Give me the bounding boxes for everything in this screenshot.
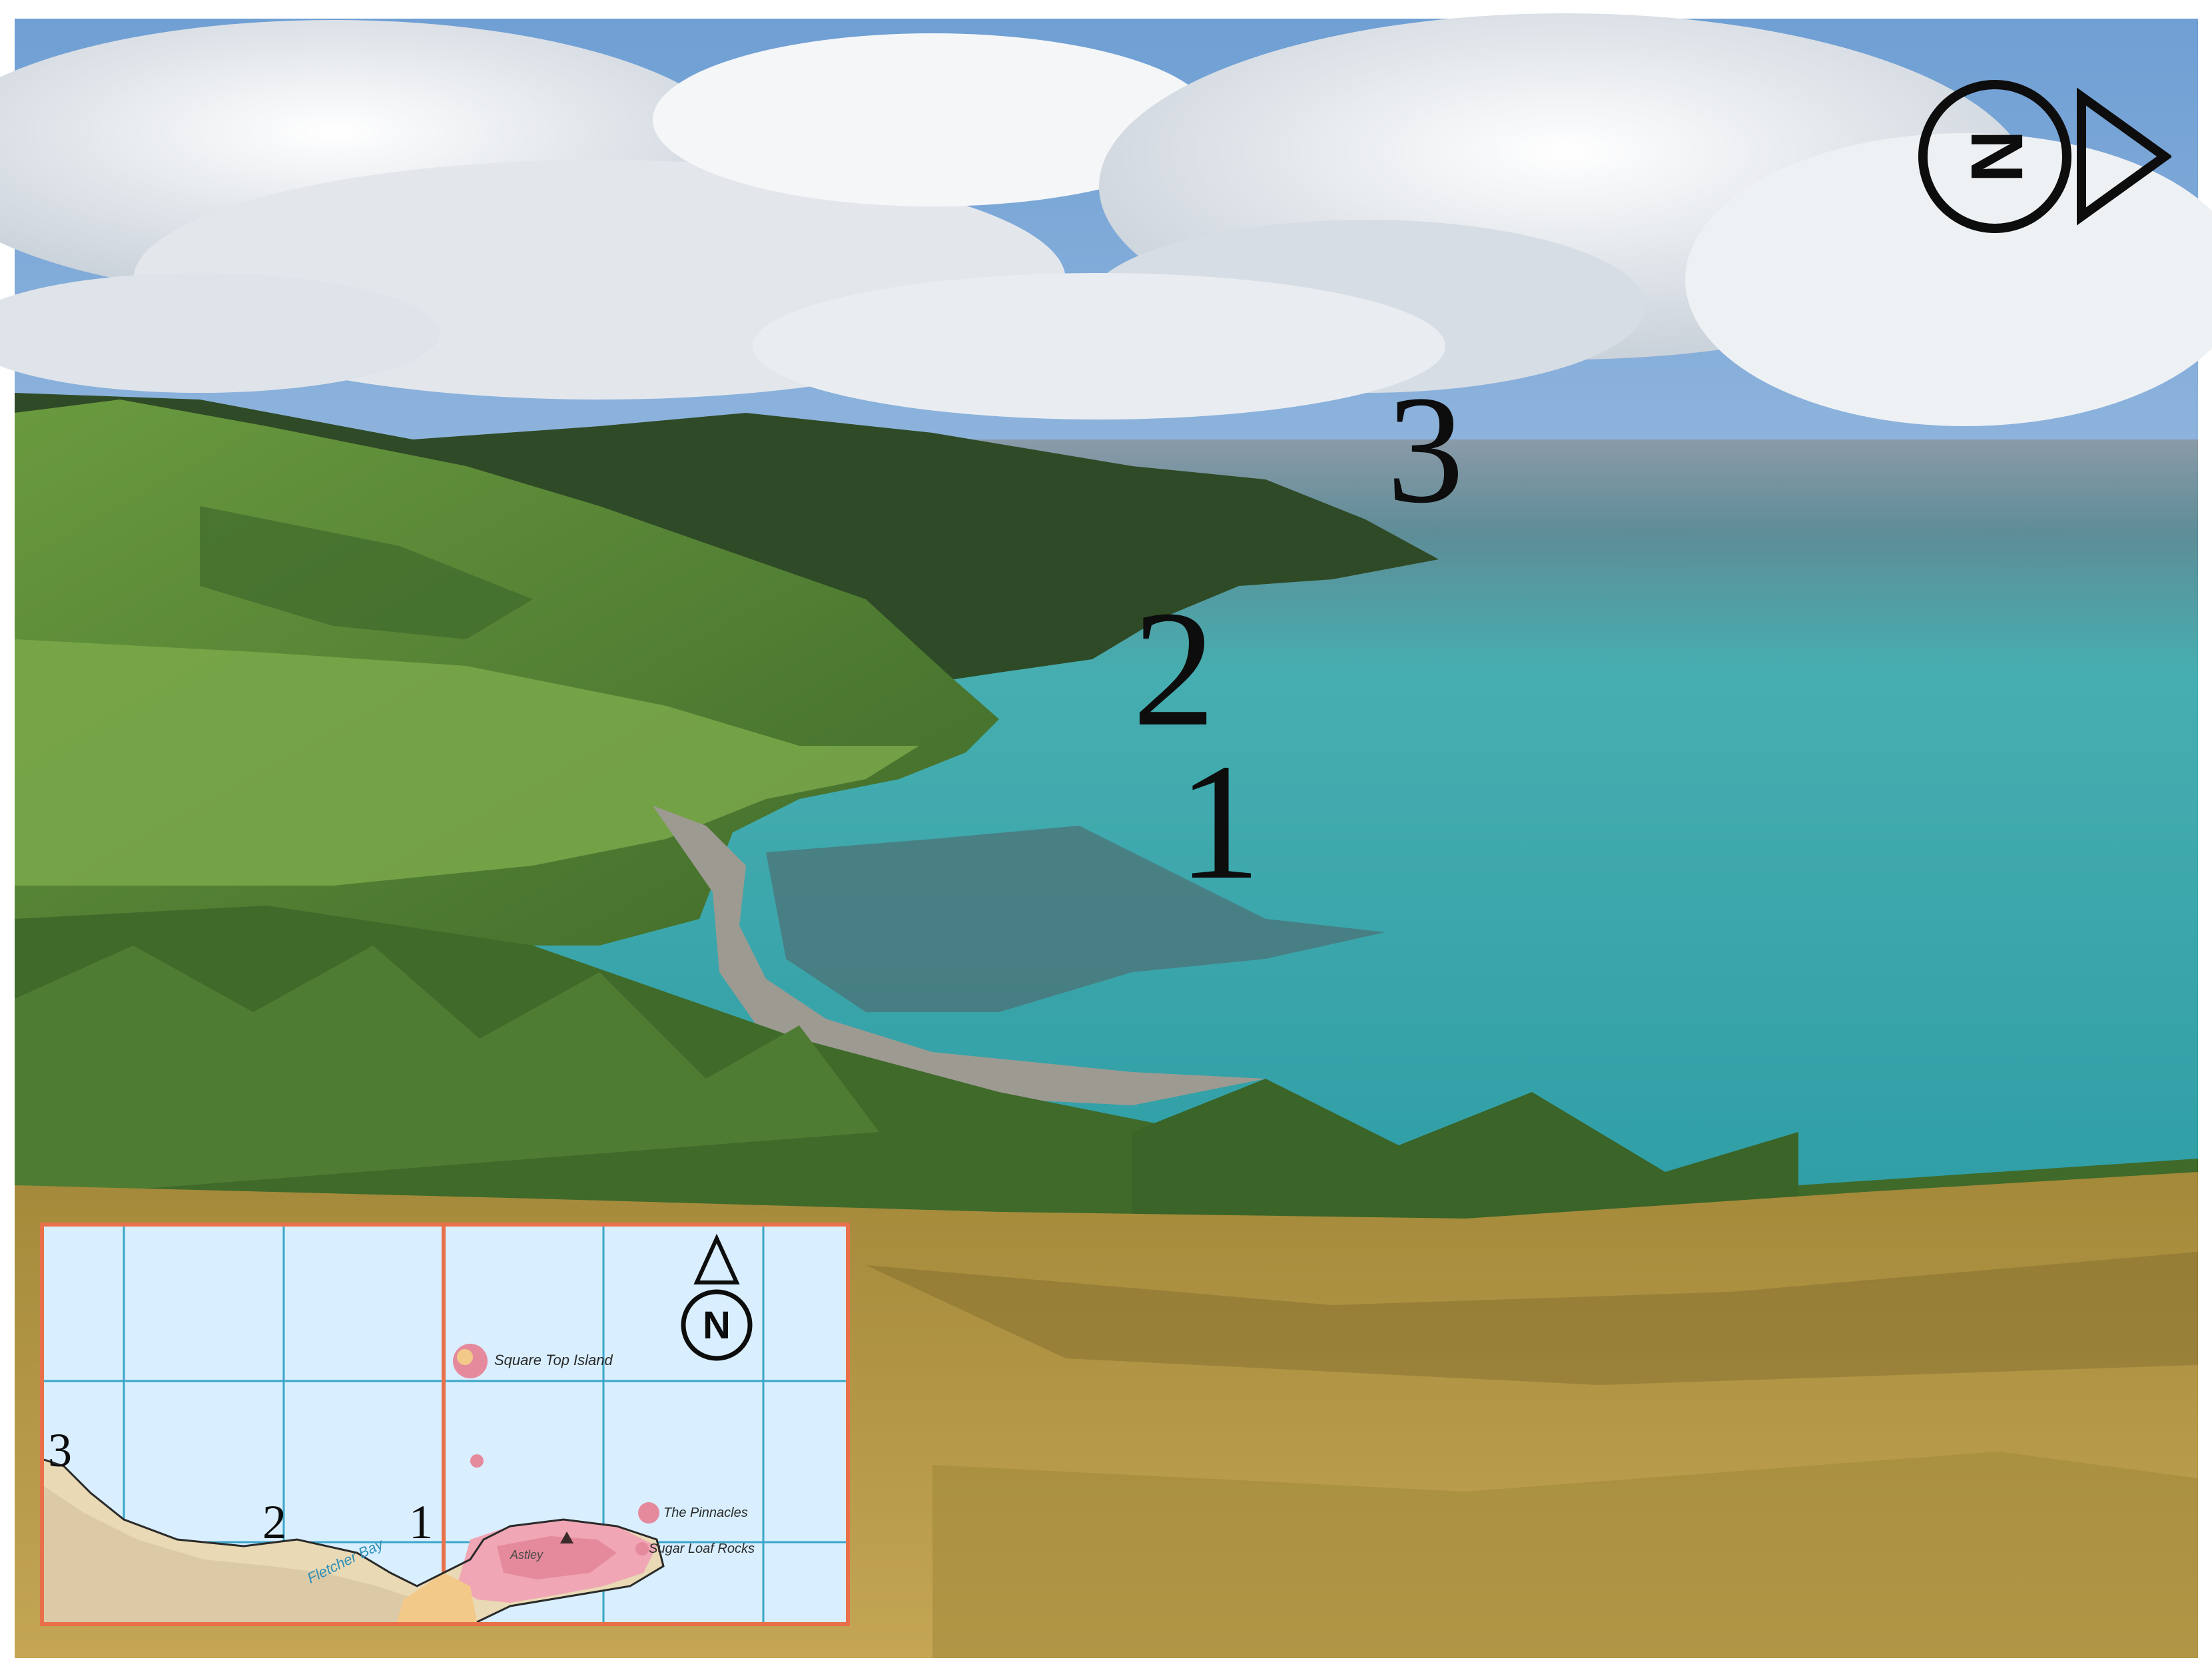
- north-arrow-icon: N: [1918, 80, 2171, 233]
- inset-compass-letter: N: [703, 1304, 731, 1347]
- inset-label-square-top-island: Square Top Island: [494, 1352, 613, 1368]
- inset-map-drawing: N: [44, 1227, 846, 1622]
- photo-area: [0, 13, 2212, 1658]
- inset-north-arrow-icon: [681, 1289, 753, 1361]
- inset-label-astley: Astley: [510, 1548, 544, 1561]
- beach: [653, 806, 1266, 1105]
- photo-label-3: 3: [1387, 364, 1464, 535]
- inset-north-triangle: [693, 1233, 740, 1284]
- compass-letter: N: [1956, 130, 2037, 182]
- inset-map: N 3 2 1 Square Top Island The Pinnacles …: [40, 1223, 850, 1626]
- inset-label-the-pinnacles: The Pinnacles: [663, 1506, 748, 1520]
- rocky-reef: [766, 826, 1385, 1012]
- inset-number-2: 2: [262, 1496, 286, 1549]
- photo-label-1: 1: [1178, 730, 1261, 914]
- inset-number-3: 3: [48, 1424, 72, 1477]
- inset-number-1: 1: [409, 1496, 433, 1549]
- inset-label-sugar-loaf-rocks: Sugar Loaf Rocks: [649, 1541, 755, 1556]
- clouds: [0, 13, 2212, 426]
- photo-label-2: 2: [1132, 577, 1216, 761]
